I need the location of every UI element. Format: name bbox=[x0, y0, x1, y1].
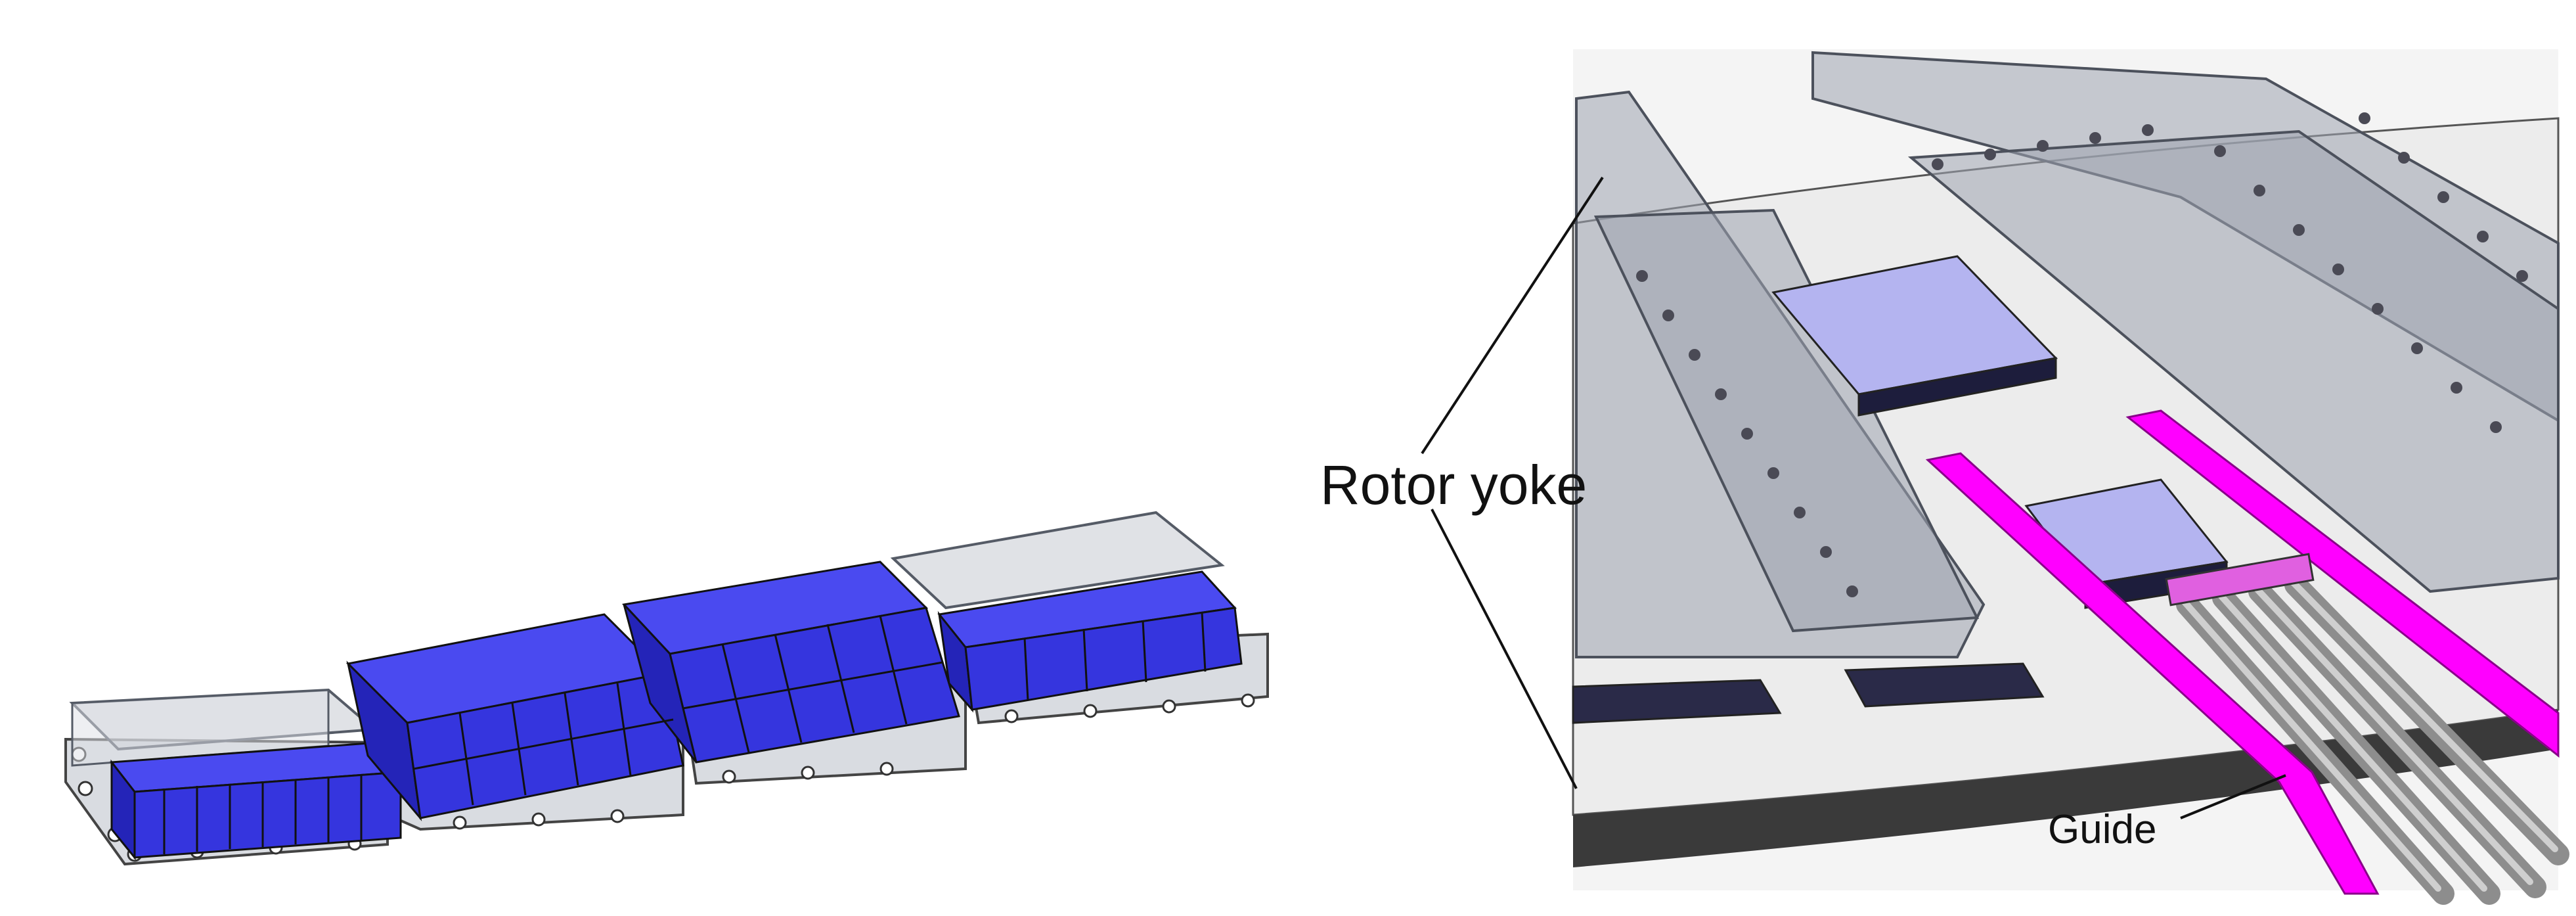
magnet-assembly-illustration bbox=[64, 511, 1269, 866]
glass-housings bbox=[1575, 51, 2560, 658]
cable-connector bbox=[2165, 553, 2315, 607]
module-4 bbox=[890, 511, 1243, 713]
housing-center-left bbox=[1593, 208, 1980, 633]
housing-bolts bbox=[1636, 112, 2528, 597]
module-1-magnet-side bbox=[133, 771, 402, 859]
guide-rails bbox=[1925, 409, 2560, 895]
module-4-housing bbox=[890, 511, 1225, 610]
rotor-yoke-illustration bbox=[1421, 49, 2569, 905]
module-4-magnet-side bbox=[964, 607, 1243, 711]
guide-label: Guide bbox=[2048, 807, 2157, 852]
magnet-block-lower-left bbox=[1572, 679, 1782, 724]
guide-rail-left bbox=[1925, 452, 2380, 895]
rotor-yoke-label: Rotor yoke bbox=[1320, 454, 1588, 516]
module-2 bbox=[345, 613, 684, 821]
rotor-yoke-leader-lower bbox=[1431, 509, 1578, 789]
module-1 bbox=[69, 688, 403, 861]
magnet-block-grid bbox=[163, 612, 1207, 854]
rotor-yoke-leader-upper bbox=[1421, 176, 1604, 455]
module-2-magnet-side bbox=[406, 672, 684, 819]
housing-right bbox=[1907, 129, 2560, 593]
magnet-block-upper-side bbox=[1857, 357, 2057, 417]
guide-rail-right bbox=[2125, 409, 2560, 758]
magnet-block-lower-mid bbox=[1844, 662, 2045, 708]
guide-leader bbox=[2180, 774, 2286, 819]
callout-lines bbox=[1421, 176, 2286, 819]
cable-highlights bbox=[2181, 578, 2558, 892]
